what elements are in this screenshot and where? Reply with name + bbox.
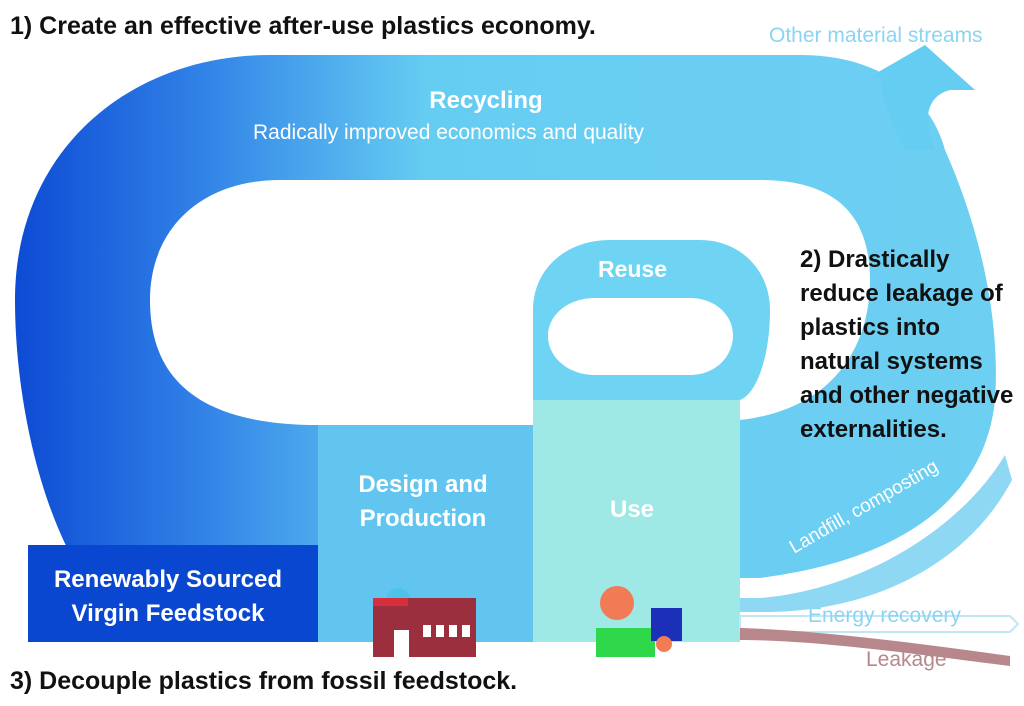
other-streams-arrow xyxy=(868,45,975,150)
heading-after-use: 1) Create an effective after-use plastic… xyxy=(10,12,596,40)
use-block xyxy=(533,398,740,642)
landfill-band xyxy=(740,455,1012,612)
factory-icon xyxy=(373,588,476,657)
reuse-label: Reuse xyxy=(597,256,668,282)
person-icon xyxy=(596,586,682,657)
design-label-line2: Production xyxy=(359,505,487,532)
leakage-label: Leakage xyxy=(866,648,947,671)
feedstock-block xyxy=(28,545,318,642)
use-label: Use xyxy=(609,496,655,523)
leakage-reduction-note: 2) Drastically reduce leakage of plastic… xyxy=(800,246,1014,443)
feedstock-label-line2: Virgin Feedstock xyxy=(71,600,265,627)
recycling-subtitle: Radically improved economics and quality xyxy=(253,121,645,144)
recycling-title: Recycling xyxy=(429,87,543,114)
recycling-loop xyxy=(15,55,996,640)
other-material-streams-label: Other material streams xyxy=(769,24,983,47)
energy-recovery-label: Energy recovery xyxy=(808,604,961,627)
leakage-band xyxy=(740,628,1010,666)
design-label-line1: Design and xyxy=(358,471,488,498)
heading-decouple: 3) Decouple plastics from fossil feedsto… xyxy=(10,667,518,695)
reuse-loop xyxy=(533,240,770,400)
feedstock-label-line1: Renewably Sourced xyxy=(53,566,283,593)
